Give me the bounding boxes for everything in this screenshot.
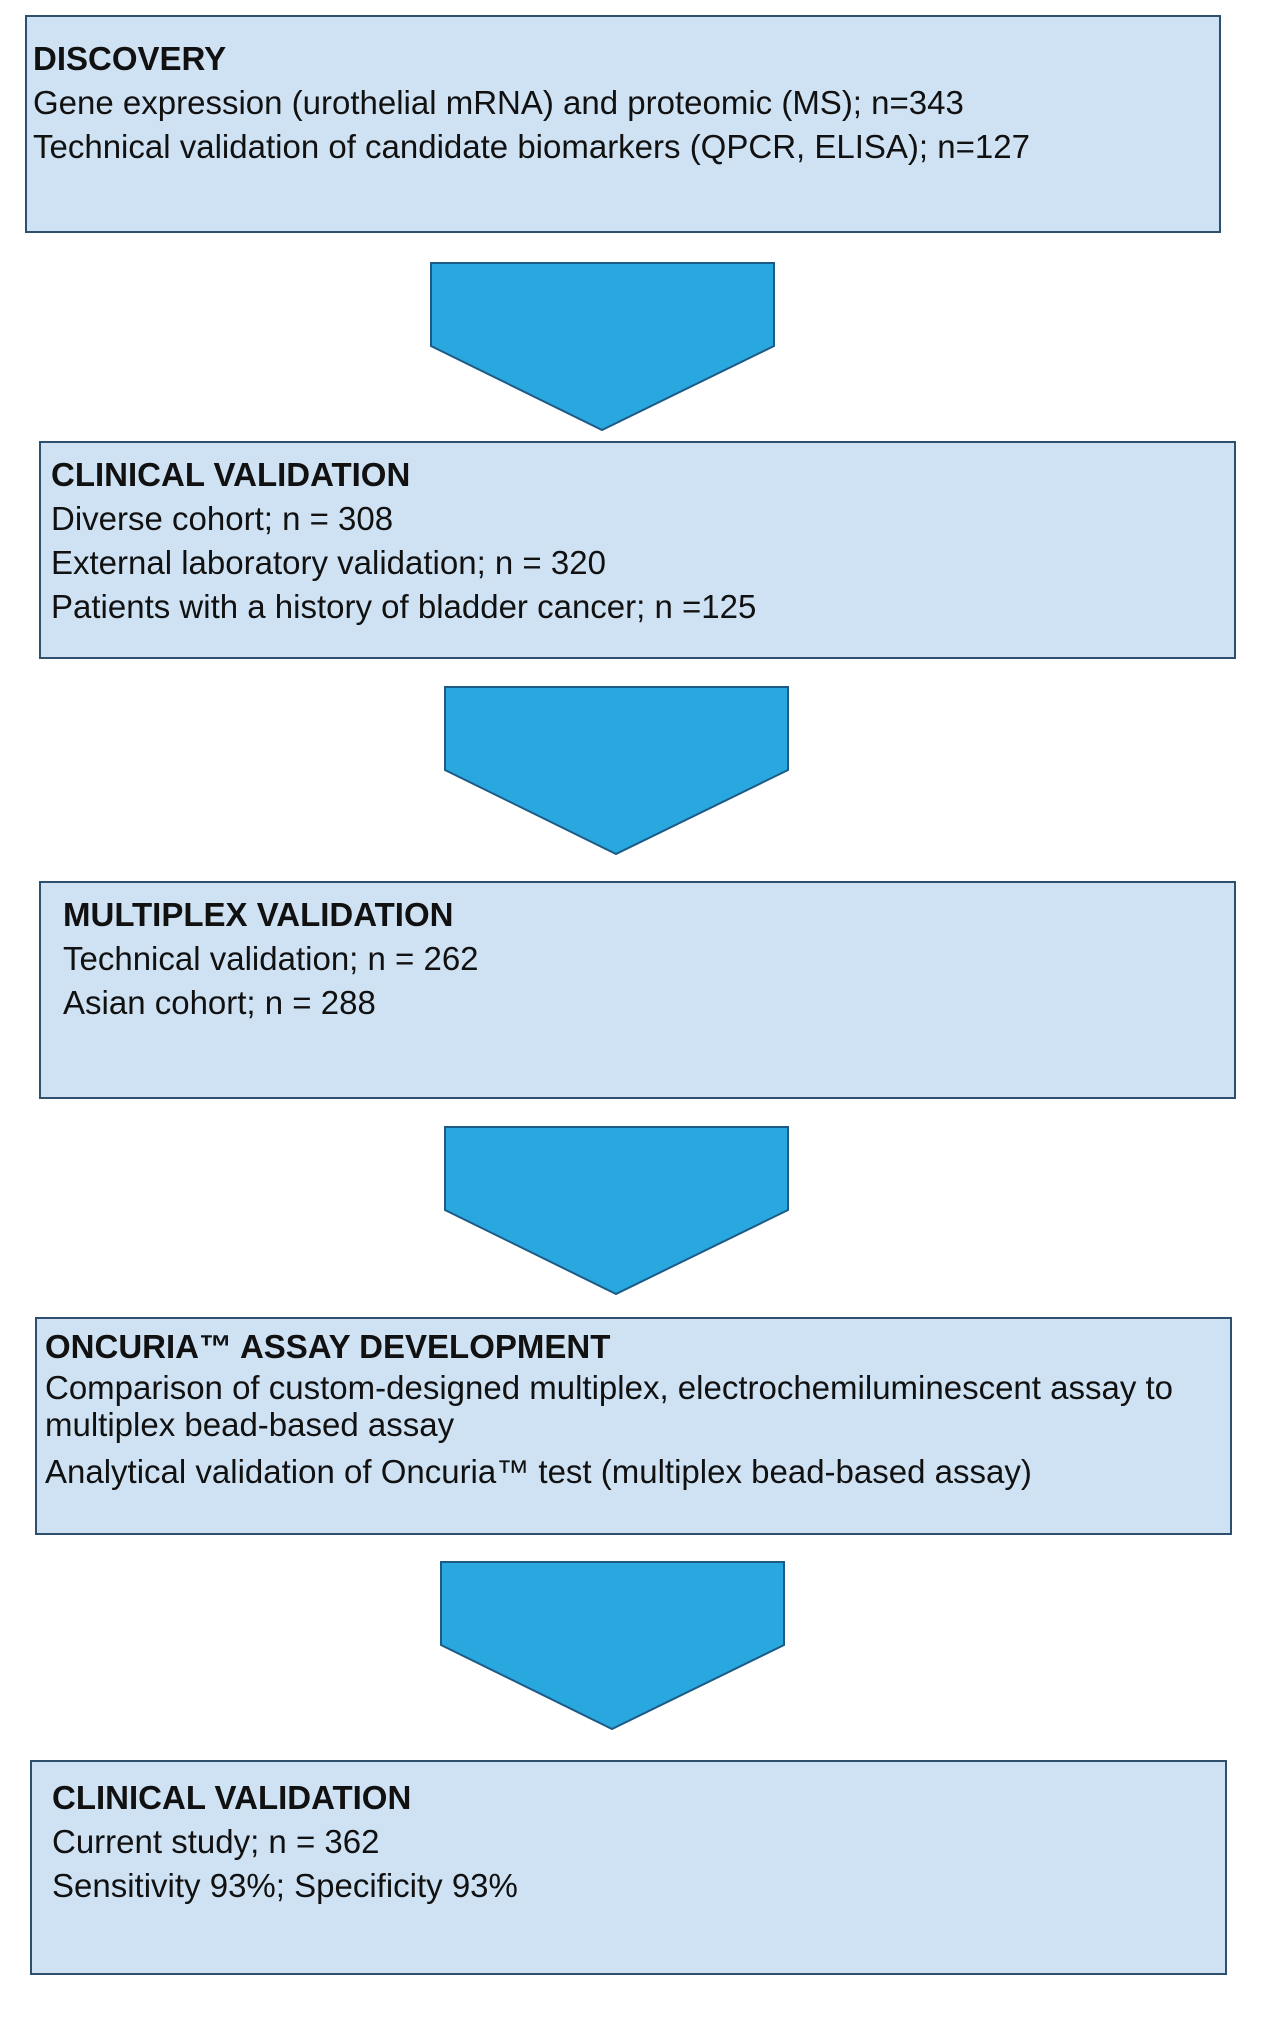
stage-detail-line: Gene expression (urothelial mRNA) and pr… [33,84,964,121]
stage-detail-line: Analytical validation of Oncuria™ test (… [45,1453,1032,1490]
down-arrow-icon [444,686,789,856]
discovery-stage-box: DISCOVERY Gene expression (urothelial mR… [25,15,1221,233]
down-arrow-icon [444,1126,789,1296]
clinical-validation-stage-box: CLINICAL VALIDATION Diverse cohort; n = … [39,441,1236,659]
stage-detail-line: Current study; n = 362 [52,1823,380,1860]
down-arrow-icon [440,1561,785,1731]
stage-detail-line: Diverse cohort; n = 308 [51,500,394,537]
stage-title: MULTIPLEX VALIDATION [63,896,454,933]
stage-detail-line: Patients with a history of bladder cance… [51,588,757,625]
stage-detail-line: Technical validation; n = 262 [63,940,479,977]
stage-title: CLINICAL VALIDATION [51,456,411,493]
assay-development-stage-box: ONCURIA™ ASSAY DEVELOPMENT Comparison of… [35,1317,1232,1535]
final-clinical-validation-stage-box: CLINICAL VALIDATION Current study; n = 3… [30,1760,1227,1975]
stage-title: DISCOVERY [33,40,227,77]
stage-detail-line: Sensitivity 93%; Specificity 93% [52,1867,518,1904]
stage-detail-line: Asian cohort; n = 288 [63,984,376,1021]
stage-title: CLINICAL VALIDATION [52,1779,412,1816]
stage-detail-line: External laboratory validation; n = 320 [51,544,606,581]
stage-detail-line: Comparison of custom-designed multiplex,… [45,1369,1174,1443]
stage-title: ONCURIA™ ASSAY DEVELOPMENT [45,1328,611,1365]
multiplex-validation-stage-box: MULTIPLEX VALIDATION Technical validatio… [39,881,1236,1099]
down-arrow-icon [430,262,775,432]
stage-detail-line: Technical validation of candidate biomar… [33,128,1030,165]
